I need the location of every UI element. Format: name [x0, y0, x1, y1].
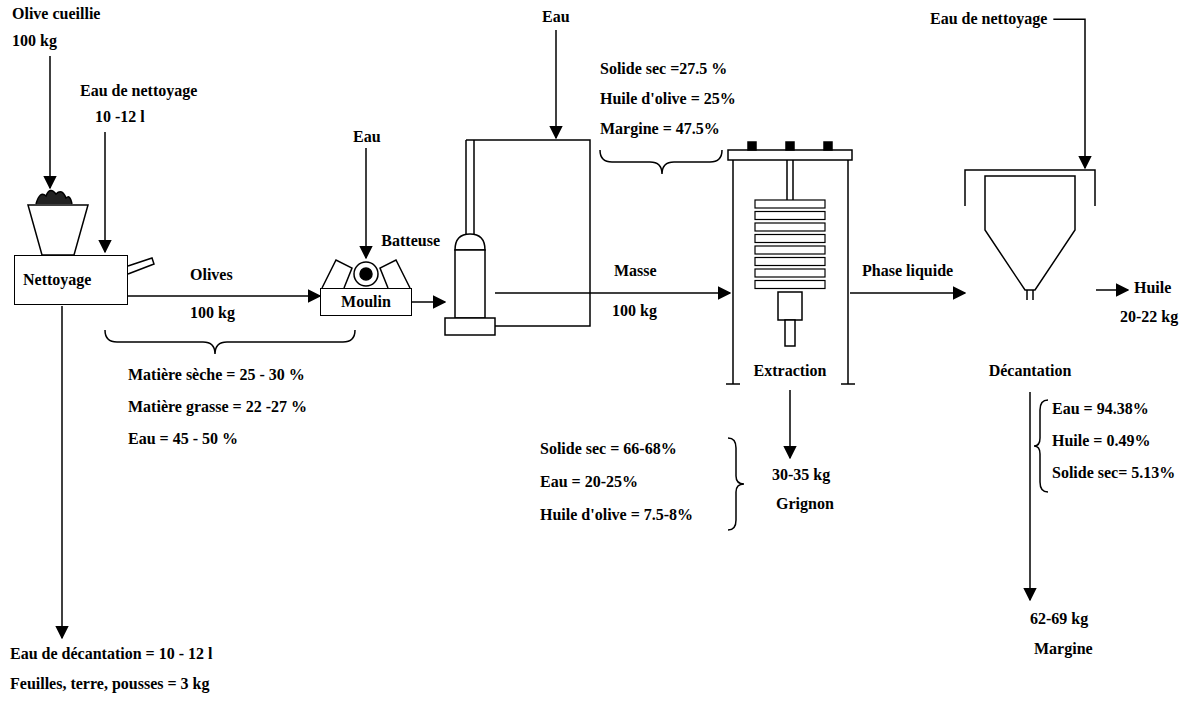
node-label: Extraction	[754, 362, 827, 380]
press-illustration	[786, 142, 794, 150]
node-label: Décantation	[989, 362, 1072, 380]
press-node: Extraction	[730, 150, 850, 386]
malaxer-illustration	[445, 140, 590, 335]
annotation: Solide sec= 5.13%	[1052, 464, 1175, 482]
press-illustration	[748, 142, 756, 150]
annotation: Solide sec = 66-68%	[540, 440, 677, 458]
malaxer-illustration	[455, 234, 485, 250]
annotation: Huile = 0.49%	[1052, 432, 1150, 450]
annotation: Eau de nettoyage	[80, 82, 197, 100]
annotation: Eau	[542, 8, 570, 26]
mill-illustration	[354, 262, 378, 286]
annotation: 62-69 kg	[1030, 610, 1088, 628]
press-plate	[755, 246, 825, 254]
annotation: Matière sèche = 25 - 30 %	[128, 366, 305, 384]
press-plate	[755, 269, 825, 277]
annotation: Matière grasse = 22 -27 %	[128, 398, 307, 416]
feed-arrow	[104, 132, 106, 252]
feed-arrow	[789, 390, 791, 458]
malaxer-node: Batteuse	[445, 235, 495, 335]
press-illustration	[778, 292, 802, 320]
annotation: Eau = 94.38%	[1052, 400, 1149, 418]
feed-arrow	[365, 148, 367, 258]
mill-illustration	[322, 260, 352, 288]
node-label: Batteuse	[381, 232, 440, 250]
press-illustration	[726, 160, 855, 384]
annotation: Margine = 47.5%	[600, 120, 720, 138]
press-illustration	[785, 320, 795, 346]
annotation: Olive cueillie	[12, 5, 100, 23]
cleaning-machine	[36, 190, 72, 204]
decanter-illustration	[965, 170, 1095, 300]
annotation: 100 kg	[612, 302, 657, 320]
press-plate	[755, 258, 825, 266]
feed-arrow	[49, 56, 51, 188]
cleaning-machine	[28, 205, 88, 255]
press-illustration	[787, 160, 793, 200]
press-plate	[755, 281, 825, 289]
node-label: Moulin	[341, 293, 391, 311]
feed-arrow	[1029, 392, 1031, 600]
node-label: Nettoyage	[23, 271, 91, 289]
annotation: Huile	[1134, 279, 1171, 297]
mill-box: Moulin	[320, 288, 412, 316]
annotation: 20-22 kg	[1120, 308, 1178, 326]
mill-illustration	[322, 260, 410, 288]
decanter-illustration	[1027, 290, 1033, 300]
brace	[105, 330, 355, 354]
annotation: Eau de décantation = 10 - 12 l	[10, 645, 212, 663]
malaxer-illustration	[445, 318, 495, 335]
feed-arrow	[61, 306, 63, 638]
press-illustration	[726, 142, 855, 384]
press-plate	[755, 212, 825, 220]
annotation: Huile d'olive = 25%	[600, 90, 736, 108]
press-illustration	[728, 150, 852, 160]
feed-arrow	[1096, 289, 1128, 291]
annotation: 10 -12 l	[95, 108, 145, 126]
annotation: Eau	[353, 128, 381, 146]
decanter-node: Décantation	[965, 160, 1095, 386]
brace	[1034, 400, 1048, 492]
press-plate	[755, 200, 825, 208]
edge-label: Olives	[190, 266, 233, 284]
mill-illustration	[360, 268, 372, 280]
cleaning-machine	[128, 258, 154, 274]
annotation: Huile d'olive = 7.5-8%	[540, 506, 693, 524]
flow-arrow	[495, 292, 730, 294]
annotation: Feuilles, terre, pousses = 3 kg	[10, 675, 209, 693]
flow-arrow	[128, 295, 320, 297]
annotation: Grignon	[776, 495, 834, 513]
feed-arrow	[50, 30, 1128, 638]
annotation: Margine	[1034, 640, 1093, 658]
flow-arrow	[850, 292, 965, 294]
press-plate	[755, 235, 825, 243]
annotation: Eau de nettoyage	[930, 10, 1047, 28]
press-illustration	[824, 142, 832, 150]
brace	[600, 150, 722, 174]
annotation: Eau = 45 - 50 %	[128, 430, 238, 448]
edge-label: Phase liquide	[862, 262, 953, 280]
malaxer-illustration	[466, 140, 474, 236]
mill-illustration	[380, 260, 410, 288]
annotation: Solide sec =27.5 %	[600, 60, 727, 78]
edge-label: Masse	[614, 262, 657, 280]
feed-arrow	[555, 30, 557, 138]
process-box: Nettoyage	[14, 255, 128, 305]
press-illustration	[755, 200, 825, 289]
feed-arrow	[1053, 19, 1085, 168]
press-plate	[755, 223, 825, 231]
annotation: Eau = 20-25%	[540, 473, 638, 491]
annotation: 100 kg	[190, 304, 235, 322]
brace	[728, 438, 744, 530]
decanter-illustration	[985, 176, 1075, 290]
annotation: 30-35 kg	[772, 466, 830, 484]
flow-arrow	[412, 301, 445, 303]
malaxer-illustration	[466, 140, 590, 326]
annotation: 100 kg	[12, 32, 57, 50]
malaxer-illustration	[455, 250, 485, 318]
